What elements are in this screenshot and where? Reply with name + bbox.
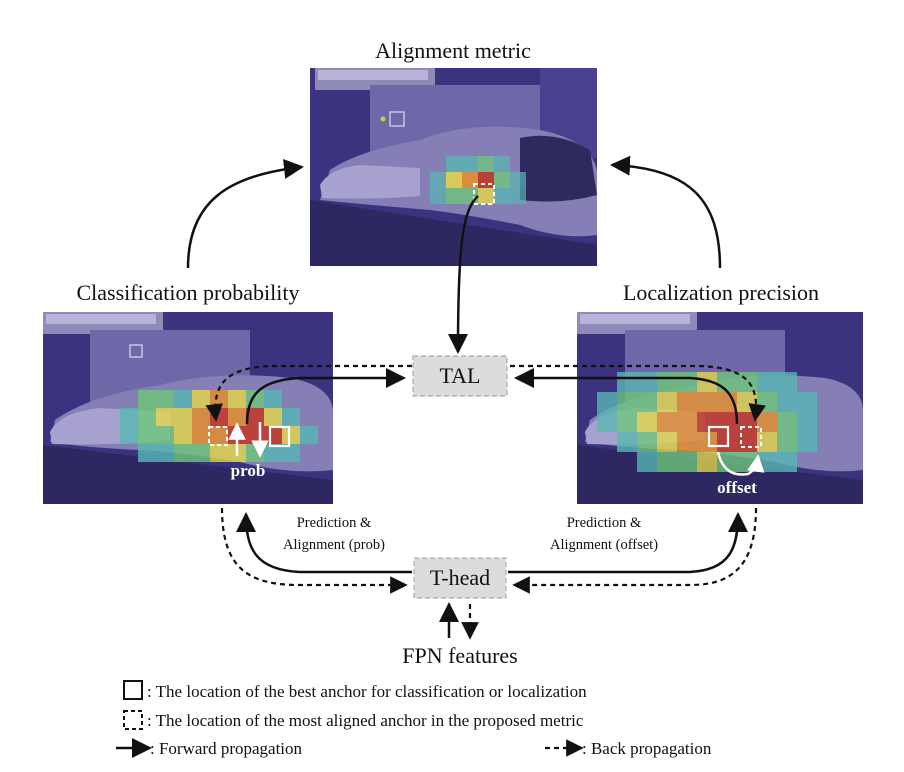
arrow-left-to-alignment: [186, 159, 304, 269]
alignment-metric-title: Alignment metric: [375, 38, 531, 63]
right-edge-label-line1: Prediction &: [567, 515, 642, 531]
arrow-left-anchor-to-tal: [245, 368, 406, 425]
legend-back-text: : Back propagation: [582, 739, 712, 758]
arrow-thead-to-right: [508, 512, 748, 574]
legend-solid-box-text: : The location of the best anchor for cl…: [147, 682, 587, 701]
offset-label: offset: [717, 478, 757, 497]
backprop-tal-to-right: [510, 364, 766, 422]
localization-image: [577, 312, 863, 504]
classification-image: [43, 312, 333, 504]
legend-forward-text: : Forward propagation: [150, 739, 303, 758]
offset-curve-arrow: [716, 451, 765, 476]
prob-label: prob: [231, 461, 266, 480]
fpn-features-label: FPN features: [402, 643, 517, 668]
tal-label: TAL: [439, 363, 480, 388]
right-aligned-anchor-marker: [740, 426, 762, 448]
backprop-tal-to-left: [205, 364, 412, 422]
right-edge-label-line2: Alignment (offset): [550, 537, 658, 553]
backprop-right-to-thead: [512, 507, 758, 594]
left-aligned-anchor-marker: [208, 426, 228, 446]
legend-solid-box-icon: [123, 680, 143, 700]
arrow-right-anchor-to-tal: [514, 368, 739, 425]
classification-probability-title: Classification probability: [76, 280, 299, 305]
backprop-left-to-thead: [220, 507, 408, 594]
arrow-right-to-alignment: [610, 155, 722, 269]
right-best-anchor-marker: [707, 425, 730, 448]
alignment-metric-image: [310, 68, 597, 266]
left-best-anchor-marker: [268, 425, 291, 448]
thead-label: T-head: [430, 565, 490, 590]
localization-precision-title: Localization precision: [623, 280, 819, 305]
tal-box: TAL: [412, 355, 508, 397]
left-edge-label-line2: Alignment (prob): [283, 537, 385, 553]
legend: : The location of the best anchor for cl…: [116, 680, 712, 758]
legend-dashed-box-icon: [123, 710, 143, 730]
aligned-anchor-marker: [473, 183, 495, 205]
arrow-thead-to-left: [236, 512, 412, 574]
legend-dashed-box-text: : The location of the most aligned ancho…: [147, 711, 584, 730]
left-edge-label-line1: Prediction &: [297, 515, 372, 531]
thead-box: T-head: [413, 557, 507, 599]
arrow-alignment-to-tal: [448, 195, 479, 354]
